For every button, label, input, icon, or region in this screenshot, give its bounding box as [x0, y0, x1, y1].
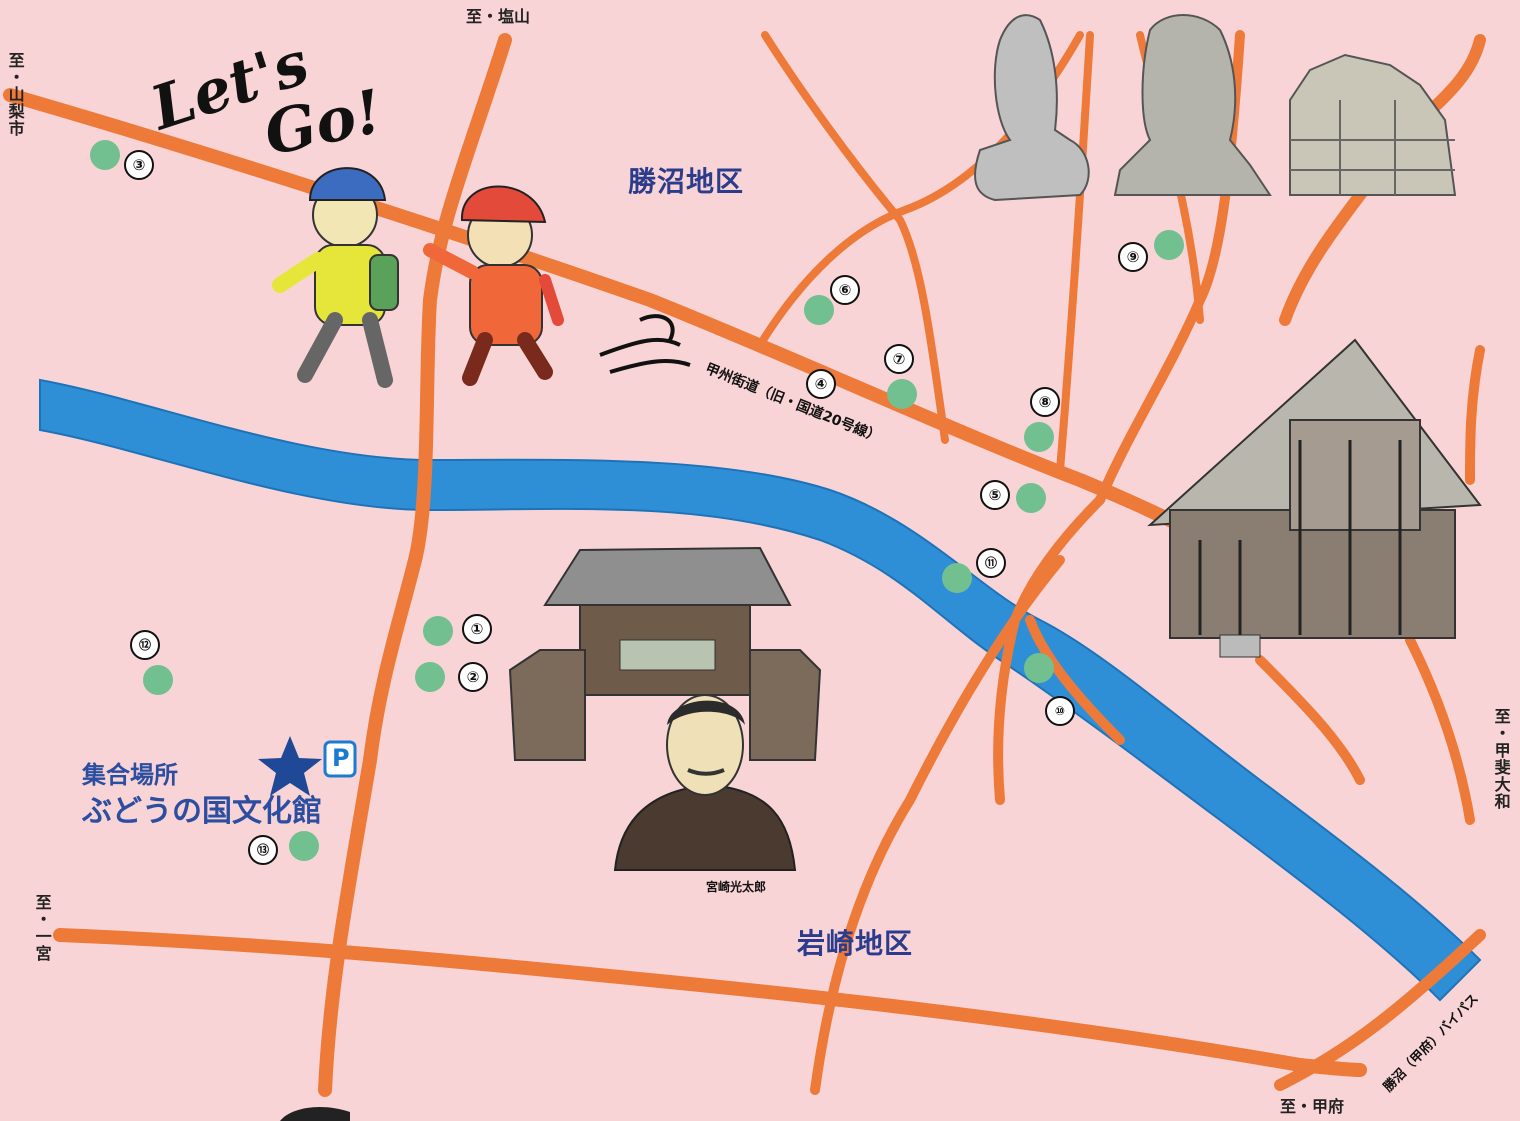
spot-dot-5[interactable] [1016, 483, 1046, 513]
spot-dot-13[interactable] [289, 831, 319, 861]
parking-icon [323, 740, 357, 778]
spot-dot-6[interactable] [804, 295, 834, 325]
district-katsunuma: 勝沼地区 [628, 165, 745, 198]
edge-artwork-icon [280, 1106, 350, 1121]
speed-lines-icon [599, 314, 691, 374]
spot-dot-1[interactable] [423, 616, 453, 646]
direction-kofu: 至・甲府 [1280, 1097, 1345, 1116]
spot-dot-2[interactable] [415, 662, 445, 692]
stone-stele-icon [1113, 14, 1272, 196]
parking-label: P [332, 744, 350, 772]
district-iwasaki: 岩崎地区 [797, 927, 914, 960]
spot-dot-10[interactable] [1024, 653, 1054, 683]
meeting-venue: ぶどうの国文化館 [82, 794, 322, 829]
spot-dot-8[interactable] [1024, 422, 1054, 452]
walker-man-icon [272, 167, 399, 388]
direction-yamanashi: 至・山梨市 [5, 52, 25, 137]
spot-dot-7[interactable] [887, 379, 917, 409]
portrait-miyazaki-icon [613, 694, 797, 871]
stone-monument-icon [974, 14, 1090, 202]
spot-number-3: ③ [124, 150, 154, 180]
spot-dot-12[interactable] [143, 665, 173, 695]
spot-number-10: ⑩ [1045, 696, 1075, 726]
spot-dot-11[interactable] [942, 563, 972, 593]
direction-kai-yamato: 至・甲斐大和 [1491, 708, 1511, 810]
walker-woman-icon [423, 185, 564, 386]
direction-shiozan: 至・塩山 [466, 7, 531, 26]
temple-building-icon [1147, 338, 1482, 658]
spot-number-13: ⑬ [248, 835, 278, 865]
spot-number-9: ⑨ [1118, 242, 1148, 272]
spot-number-11: ⑪ [976, 548, 1006, 578]
road-north-south [318, 33, 512, 1097]
gate-building-icon [508, 546, 822, 761]
portrait-caption: 宮崎光太郎 [706, 880, 767, 894]
spot-number-12: ⑫ [130, 630, 160, 660]
road-bypass [1274, 929, 1486, 1091]
spot-number-5: ⑤ [980, 480, 1010, 510]
road-south [53, 928, 1367, 1077]
spot-number-7: ⑦ [884, 344, 914, 374]
stone-wall-icon [1289, 53, 1457, 196]
spot-number-8: ⑧ [1030, 387, 1060, 417]
river [39, 378, 1482, 1002]
direction-ichinomiya: 至・一宮 [32, 894, 52, 962]
meeting-label: 集合場所 [82, 761, 178, 789]
spot-dot-9[interactable] [1154, 230, 1184, 260]
spot-number-4: ④ [806, 369, 836, 399]
spot-number-6: ⑥ [830, 275, 860, 305]
road-koshu-kaido [3, 88, 1197, 537]
spot-number-1: ① [462, 614, 492, 644]
meeting-point-star-icon [258, 736, 322, 796]
spot-number-2: ② [458, 662, 488, 692]
spot-dot-3[interactable] [90, 140, 120, 170]
